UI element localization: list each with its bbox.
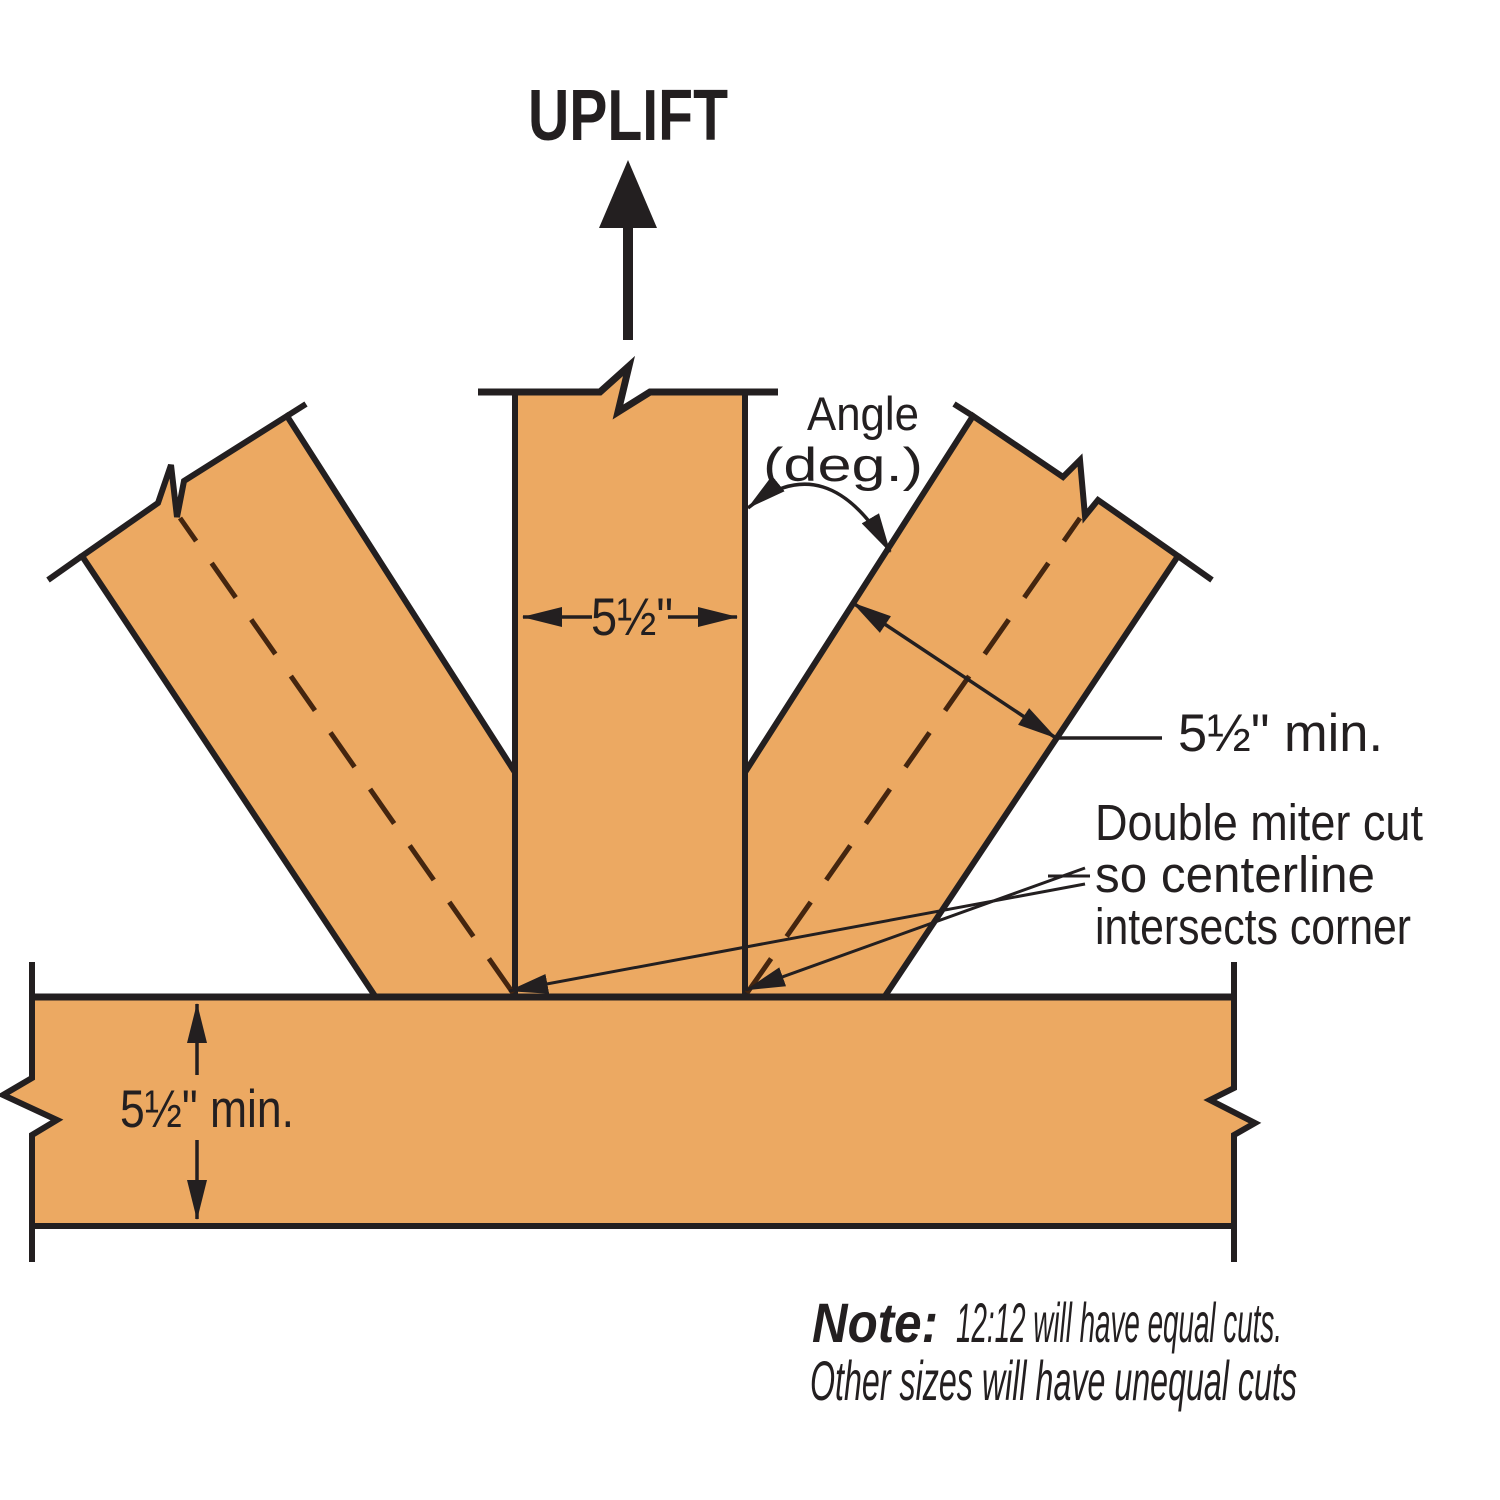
angle-label-line2: (deg.) xyxy=(763,438,923,491)
uplift-label: UPLIFT xyxy=(528,76,728,156)
miter-note-line1: Double miter cut xyxy=(1095,794,1423,851)
angle-label-line1: Angle xyxy=(807,387,919,440)
footnote-sentence2: Other sizes will have unequal cuts xyxy=(810,1349,1297,1412)
left-web-cut-extension-bottom xyxy=(46,553,84,583)
right-web-centerline xyxy=(744,516,1083,995)
web-min-width-label: 5½" min. xyxy=(1178,704,1383,763)
beam-left-break xyxy=(0,962,64,1262)
beam-right-break xyxy=(1203,962,1262,1262)
miter-note-line2: so centerline xyxy=(1095,846,1375,903)
uplift-arrow xyxy=(599,160,657,340)
angle-arc xyxy=(746,475,892,553)
right-web-cut-extension-top xyxy=(952,401,975,419)
footnote-sentence1: 12:12 will have equal cuts. xyxy=(956,1291,1282,1354)
post-top-cut-line xyxy=(478,355,778,420)
bottom-chord-outline xyxy=(0,962,1262,1262)
left-web-centerline xyxy=(177,516,516,995)
left-web-cut-extension-top xyxy=(285,401,308,419)
footnote-prefix: Note: xyxy=(812,1291,938,1354)
right-web-cut-extension-bottom xyxy=(1176,553,1214,583)
vertical-web-post xyxy=(478,355,778,999)
miter-leader-to-right-corner xyxy=(745,866,1086,992)
post-width-label: 5½" xyxy=(591,588,673,647)
chord-min-depth-label: 5½" min. xyxy=(120,1080,294,1139)
bottom-chord-beam xyxy=(3,997,1255,1226)
web-width-dimension xyxy=(852,601,1162,740)
miter-cut-leaders xyxy=(508,866,1090,994)
miter-note-line3: intersects corner xyxy=(1095,898,1411,955)
